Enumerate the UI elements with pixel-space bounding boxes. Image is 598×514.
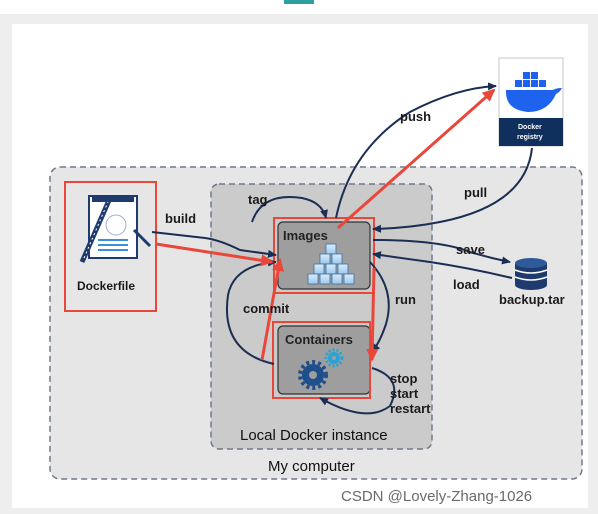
run-arrow — [369, 261, 390, 353]
dark-arrows — [151, 82, 533, 415]
whale-icon — [506, 72, 562, 112]
push-label: push — [400, 109, 431, 124]
gear-icon — [298, 348, 344, 390]
dockerfile-node: Dockerfile — [64, 181, 157, 312]
red-build-arrow — [155, 242, 274, 267]
backup-label: backup.tar — [499, 292, 565, 307]
red-commit-arrow — [260, 258, 284, 361]
save-label: save — [456, 242, 485, 257]
commit-arrow — [226, 258, 277, 365]
red-run-arrow — [366, 267, 379, 362]
push-arrow — [335, 82, 497, 219]
backup-node: backup.tar — [499, 258, 565, 307]
pull-arrow — [372, 147, 533, 233]
stop-label: stop — [390, 371, 418, 386]
images-label: Images — [283, 228, 328, 243]
watermark: CSDN @Lovely-Zhang-1026 — [341, 488, 532, 505]
restart-label: restart — [390, 401, 431, 416]
containers-label: Containers — [285, 332, 353, 347]
registry-label-line1: Docker — [518, 124, 542, 131]
database-icon — [514, 258, 548, 290]
run-label: run — [395, 292, 416, 307]
load-arrow — [372, 251, 513, 279]
load-label: load — [453, 277, 480, 292]
dockerfile-label: Dockerfile — [77, 279, 135, 293]
red-arrows — [155, 88, 496, 362]
tag-arrow — [251, 196, 328, 223]
build-label: build — [165, 211, 196, 226]
build-arrow — [151, 231, 277, 258]
stop-start-arrow — [319, 367, 396, 415]
save-arrow — [372, 239, 511, 265]
local-instance-label: Local Docker instance — [240, 427, 388, 444]
my-computer-label: My computer — [268, 458, 355, 475]
image-layers-icon — [307, 243, 355, 285]
commit-label: commit — [243, 301, 290, 316]
registry-label-line2: registry — [517, 134, 543, 141]
red-push-arrow — [337, 88, 496, 230]
start-label: start — [390, 386, 419, 401]
tag-label: tag — [248, 192, 268, 207]
document-blueprint-icon — [79, 195, 152, 264]
registry-label-bar — [499, 118, 563, 146]
top-accent — [284, 0, 314, 4]
pull-label: pull — [464, 185, 487, 200]
images-node: Images — [273, 217, 375, 294]
registry-node: Docker registry — [498, 57, 564, 147]
local-instance-panel — [210, 183, 433, 450]
containers-node: Containers — [272, 321, 371, 399]
dockerfile-highlight — [64, 181, 157, 312]
